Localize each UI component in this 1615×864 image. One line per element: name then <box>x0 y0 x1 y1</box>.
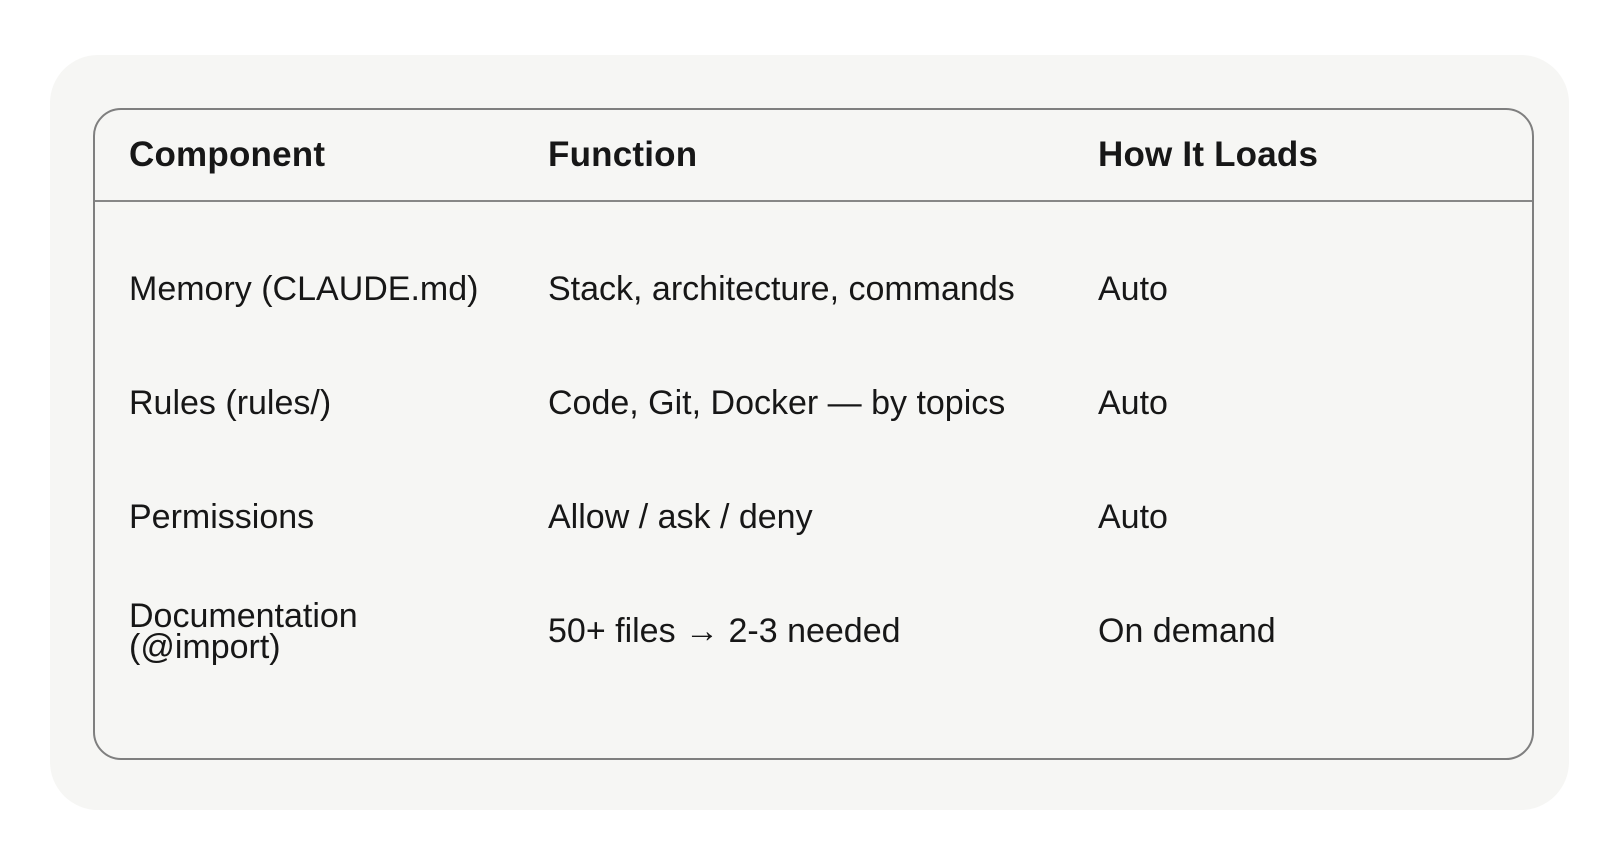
cell-component: Documentation (@import) <box>129 596 358 666</box>
cell-function: Stack, architecture, commands <box>548 270 1015 309</box>
table-row: Permissions Allow / ask / deny Auto <box>95 461 1532 575</box>
cell-function: 50+ files → 2-3 needed <box>548 612 901 651</box>
table-row: Documentation (@import) 50+ files → 2-3 … <box>95 575 1532 689</box>
cell-component: Permissions <box>129 498 315 537</box>
cell-how-it-loads: Auto <box>1098 384 1168 423</box>
cell-how-it-loads: Auto <box>1098 270 1168 309</box>
cell-how-it-loads: On demand <box>1098 612 1276 651</box>
table-header-row: Component Function How It Loads <box>95 110 1532 202</box>
column-header-function: Function <box>548 135 698 174</box>
column-header-component: Component <box>129 135 326 174</box>
cell-function: Allow / ask / deny <box>548 498 813 537</box>
table-row: Rules (rules/) Code, Git, Docker — by to… <box>95 347 1532 461</box>
table-body: Memory (CLAUDE.md) Stack, architecture, … <box>95 202 1532 689</box>
column-header-how-it-loads: How It Loads <box>1098 135 1319 174</box>
table-row: Memory (CLAUDE.md) Stack, architecture, … <box>95 233 1532 347</box>
cell-component: Memory (CLAUDE.md) <box>129 270 479 309</box>
cell-component: Rules (rules/) <box>129 384 332 423</box>
components-table: Component Function How It Loads Memory (… <box>93 108 1534 760</box>
cell-function: Code, Git, Docker — by topics <box>548 384 1006 423</box>
card-panel: Component Function How It Loads Memory (… <box>50 55 1569 810</box>
cell-how-it-loads: Auto <box>1098 498 1168 537</box>
